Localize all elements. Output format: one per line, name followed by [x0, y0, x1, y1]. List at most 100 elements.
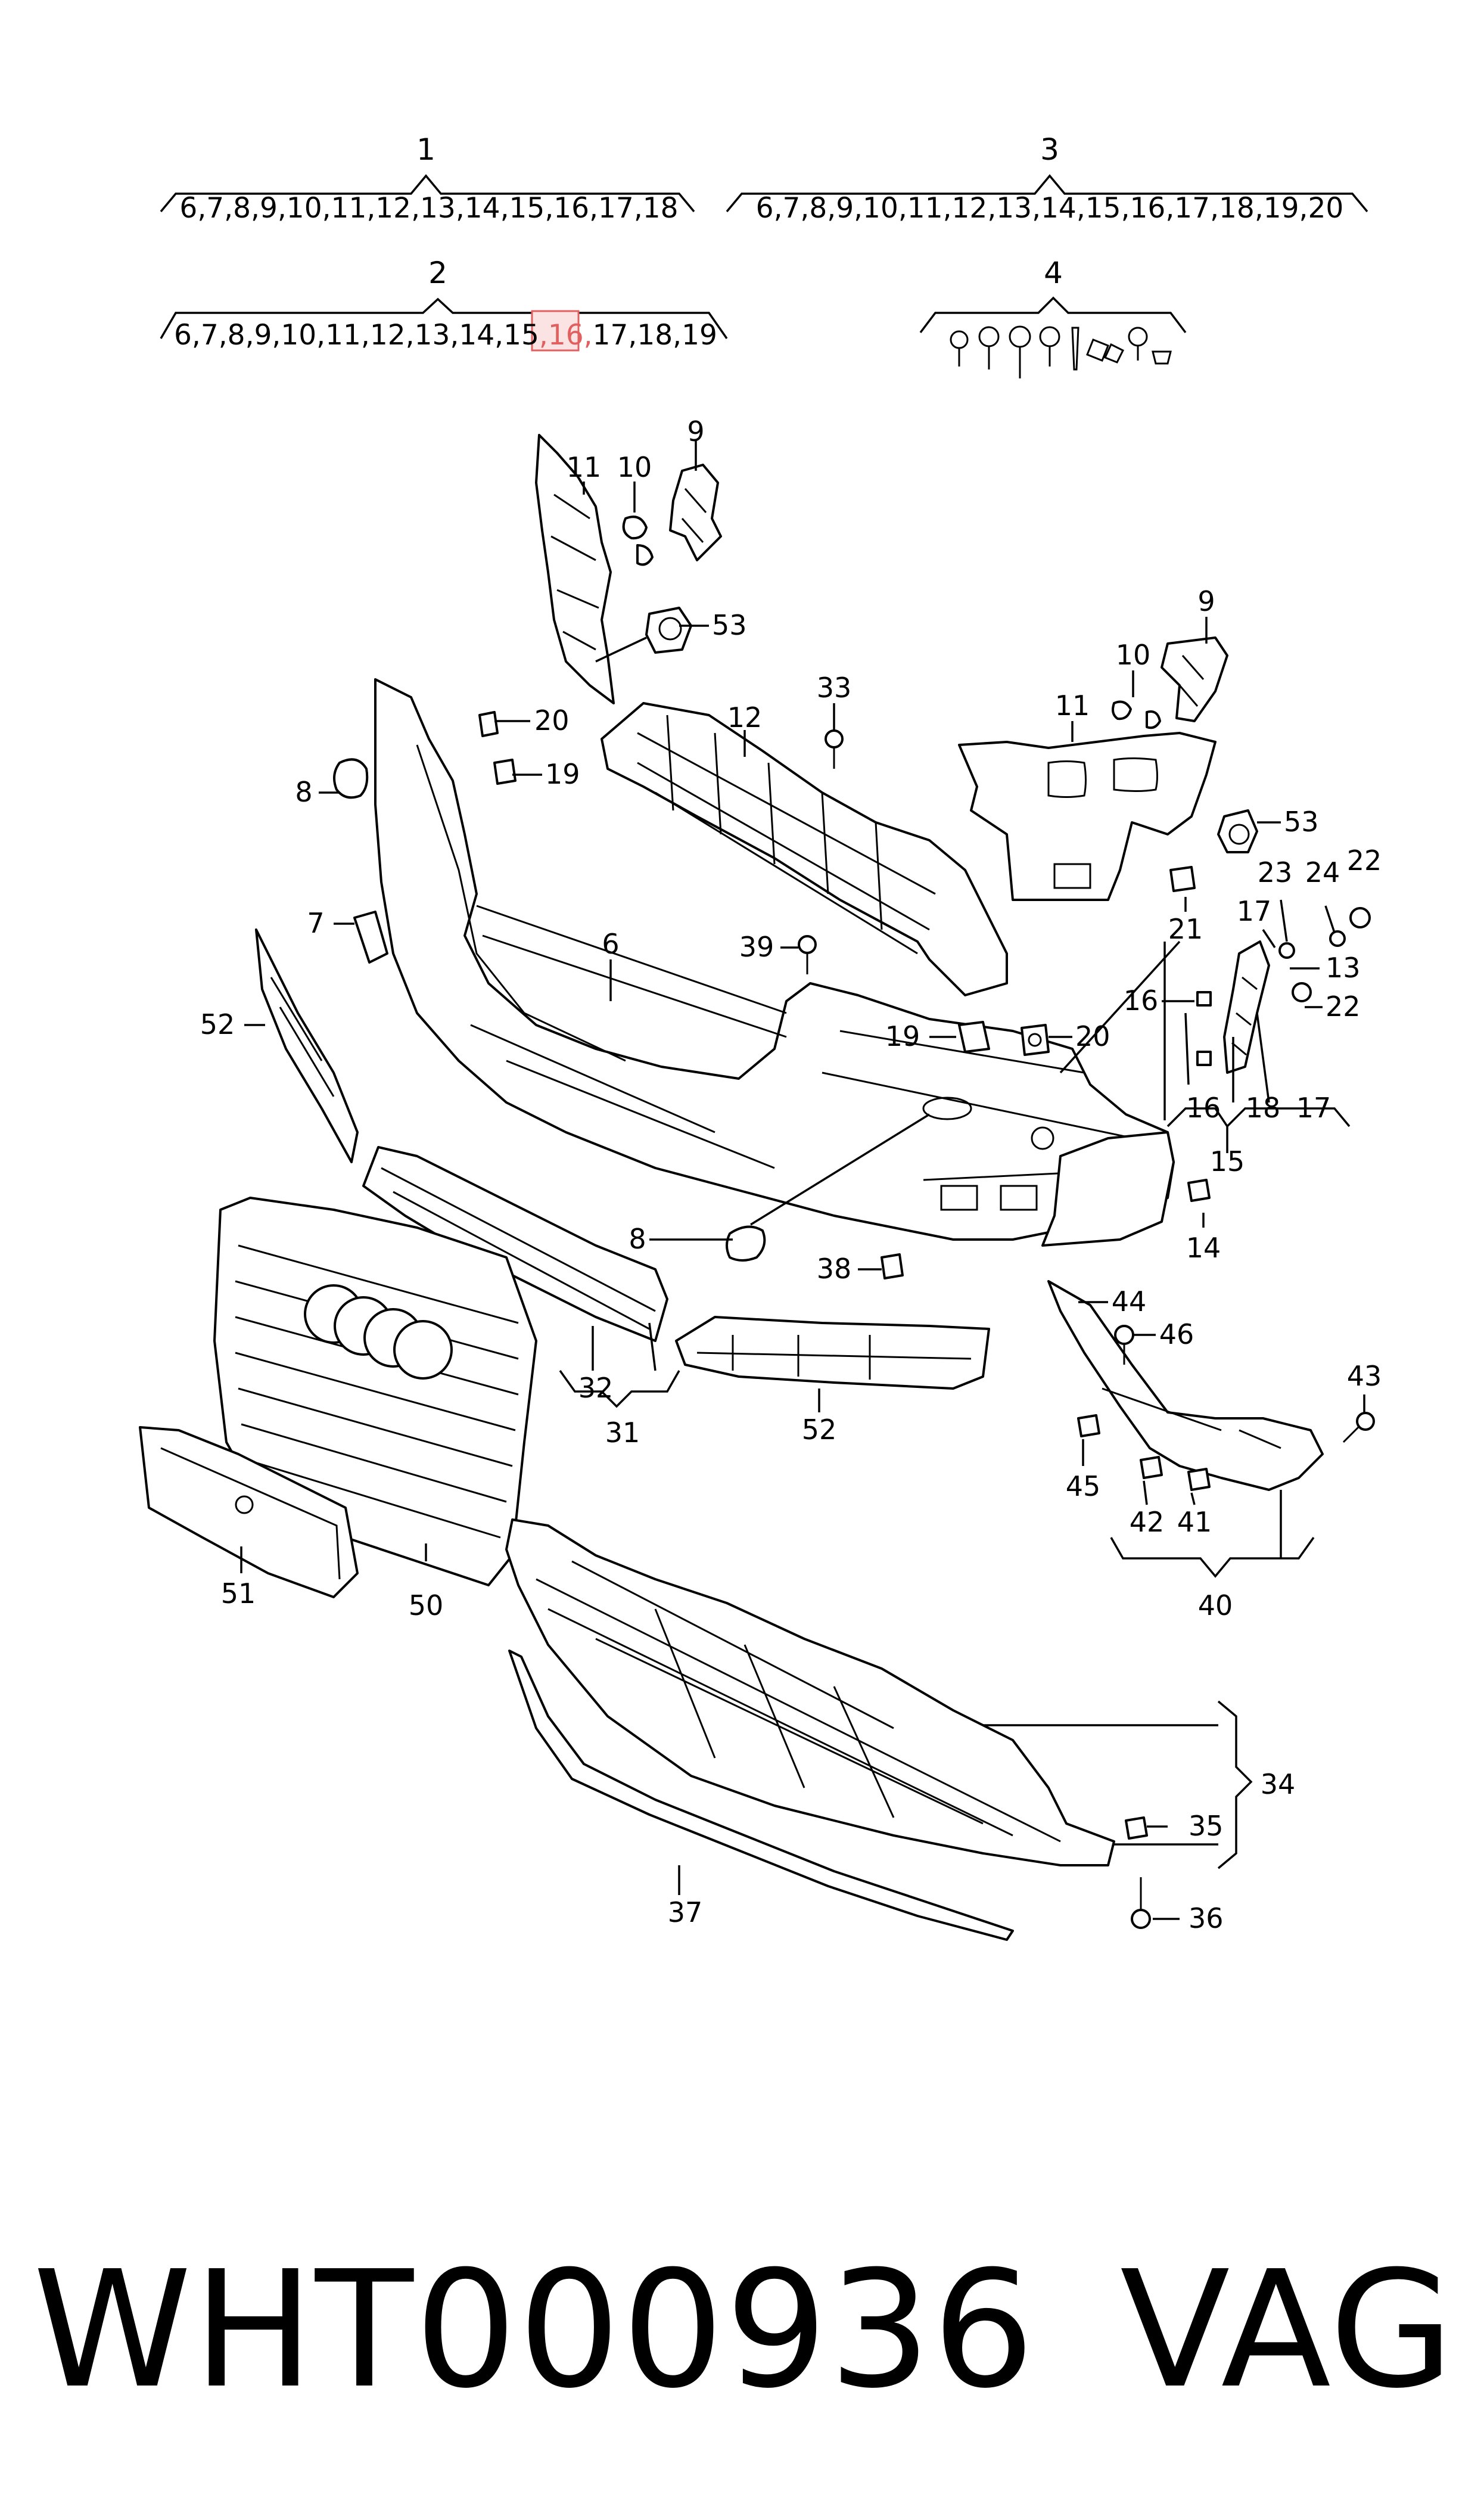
kit-number: 4 [1044, 256, 1063, 290]
callout-numbers: 9 11 10 53 20 19 8 7 6 12 33 39 9 10 11 … [200, 415, 1382, 1934]
callout: 33 [817, 672, 852, 704]
callout: 21 [1168, 913, 1203, 945]
clip-21[interactable] [1169, 866, 1196, 892]
callout: 34 [1261, 1768, 1296, 1800]
sensor-53-right[interactable] [1217, 809, 1258, 853]
kit-bracket [726, 174, 1368, 213]
sensor-53-left[interactable] [645, 607, 692, 654]
callout: 36 [1189, 1902, 1224, 1934]
bracket-9-left[interactable] [669, 464, 722, 561]
bracket-15[interactable] [1223, 940, 1270, 1074]
fog-grille-52-right[interactable] [675, 1316, 990, 1390]
license-plate-bracket-51[interactable] [139, 1426, 359, 1598]
callout: 14 [1186, 1232, 1221, 1264]
cover-7[interactable] [353, 911, 388, 964]
callout: 19 [885, 1020, 920, 1052]
clips-41-42-45[interactable] [1077, 1414, 1211, 1491]
callout: 40 [1198, 1589, 1233, 1622]
callout: 51 [221, 1577, 256, 1610]
kit-number: 3 [1040, 132, 1059, 167]
bracket-9-right[interactable] [1161, 636, 1228, 722]
grille-frame-12[interactable] [601, 702, 1008, 996]
small-parts-22-23-24[interactable] [1196, 907, 1371, 1066]
callout: 16 [1186, 1092, 1221, 1124]
callout: 43 [1347, 1360, 1382, 1392]
kit-contents: 6,7,8,9,10,11,12,13,14,15,16,17,18 [179, 192, 678, 225]
callout: 9 [1197, 585, 1215, 617]
callout: 11 [567, 451, 602, 483]
clip-10-left[interactable] [622, 515, 654, 566]
callout: 17 [1296, 1092, 1331, 1124]
washer-cap-8-right[interactable] [726, 1225, 766, 1262]
kit-label-2[interactable]: 2 6,7,8,9,10,11,12,13,14,15,16,17,18,19 [160, 256, 728, 352]
kit-contents: 6,7,8,9,10,11,12,13,14,15,16,17,18,19,20 [756, 192, 1344, 225]
bumper-side-14[interactable] [1041, 1131, 1175, 1247]
callout: 39 [739, 931, 774, 963]
callout: 44 [1112, 1285, 1147, 1318]
callout: 35 [1189, 1810, 1224, 1842]
callout: 50 [409, 1589, 444, 1622]
spoiler-strip-37[interactable] [508, 1650, 1014, 1941]
nut-35[interactable] [1125, 1816, 1148, 1840]
callout: 16 [1124, 984, 1159, 1017]
callout: 22 [1347, 844, 1382, 877]
callout: 9 [687, 415, 704, 448]
kit-bracket [160, 297, 728, 340]
part-code: WHT000936 [33, 2236, 1036, 2424]
clip-20-right[interactable] [1021, 1024, 1050, 1056]
callout: 20 [1075, 1020, 1110, 1052]
bracket-40[interactable] [1047, 1280, 1324, 1491]
callout: 19 [545, 758, 580, 790]
callout: 11 [1055, 689, 1090, 722]
footer: WHT000936 VAG [0, 2241, 1484, 2419]
kit-label-3[interactable]: 3 6,7,8,9,10,11,12,13,14,15,16,17,18,19,… [726, 132, 1368, 225]
bracket-11-left[interactable] [535, 434, 615, 704]
callout: 8 [295, 776, 312, 808]
screw-46[interactable] [1114, 1325, 1134, 1365]
underbody-shield-34[interactable] [505, 1518, 1115, 1866]
fastener-set-icon [950, 325, 1172, 378]
kit-bracket [919, 296, 1187, 334]
callout: 31 [605, 1417, 640, 1449]
clip-10-right[interactable] [1112, 700, 1161, 729]
clip-19-left[interactable] [493, 759, 517, 785]
callout: 52 [802, 1414, 837, 1446]
callout: 37 [668, 1896, 703, 1928]
callout: 10 [617, 451, 652, 483]
callout: 18 [1246, 1092, 1281, 1124]
clip-19-right[interactable] [958, 1021, 990, 1053]
screw-33[interactable] [825, 729, 844, 769]
callout: 12 [727, 701, 763, 734]
callout: 41 [1177, 1506, 1212, 1538]
clip-20-left[interactable] [478, 711, 499, 737]
callout: 42 [1130, 1506, 1165, 1538]
kit-bracket [160, 174, 695, 213]
bumper-cover-6[interactable] [374, 678, 1175, 1241]
highlight-box [531, 310, 580, 352]
callout: 13 [1326, 952, 1361, 984]
bracket-11-right[interactable] [958, 732, 1217, 901]
screw-39[interactable] [798, 935, 817, 974]
callout-leaders [240, 441, 1365, 1920]
clip-38[interactable] [881, 1253, 904, 1279]
washer-cap-8-left[interactable] [333, 758, 369, 799]
kit-contents: 6,7,8,9,10,11,12,13,14,15,16,17,18,19 [174, 319, 717, 352]
callout: 17 [1237, 895, 1272, 927]
kit-label-1[interactable]: 1 6,7,8,9,10,11,12,13,14,15,16,17,18 [160, 132, 695, 225]
callout: 22 [1326, 990, 1361, 1023]
callout: 15 [1210, 1145, 1245, 1178]
callout: 24 [1305, 856, 1340, 889]
kit-number: 2 [428, 256, 447, 290]
brand-name: VAG [1120, 2236, 1455, 2424]
screw-36[interactable] [1131, 1877, 1151, 1929]
screw-43[interactable] [1342, 1412, 1375, 1443]
callout: 45 [1066, 1470, 1101, 1502]
callout: 23 [1258, 856, 1293, 889]
callout: 7 [307, 907, 324, 939]
side-grille-52-left[interactable] [255, 928, 359, 1163]
clip-14[interactable] [1187, 1179, 1211, 1202]
trim-strip-31[interactable] [362, 1146, 668, 1342]
kit-label-4[interactable]: 4 [919, 256, 1187, 378]
brand-rings-icon [304, 1284, 453, 1380]
